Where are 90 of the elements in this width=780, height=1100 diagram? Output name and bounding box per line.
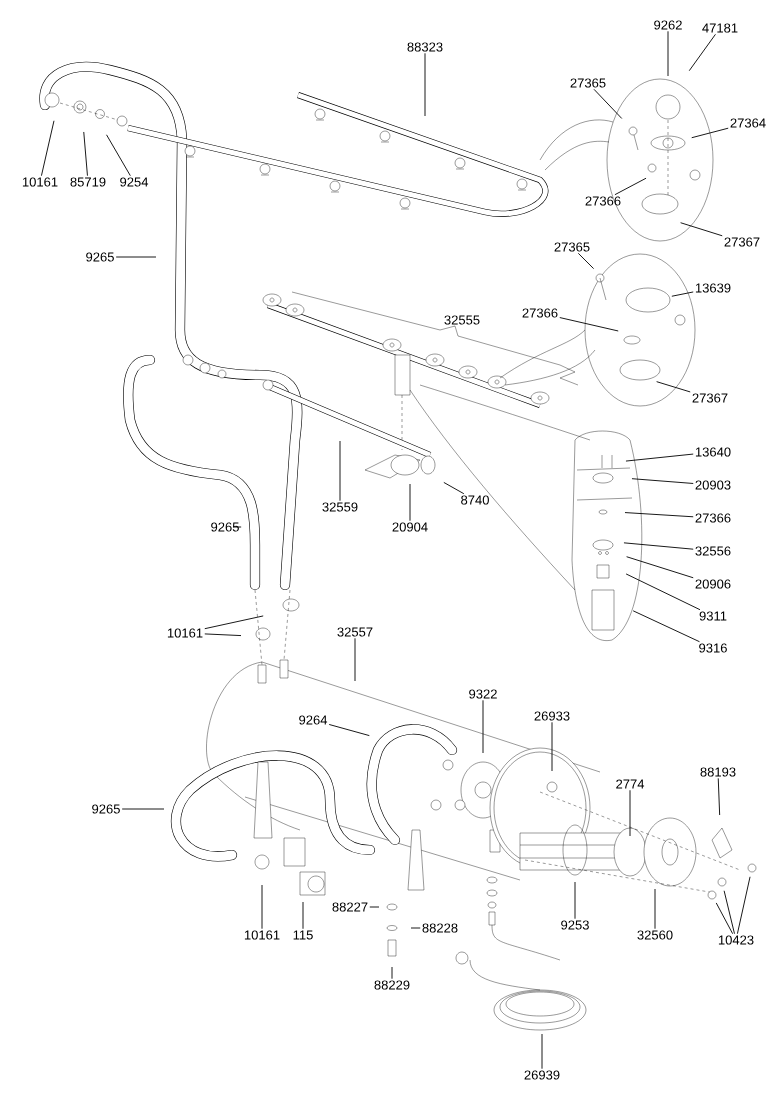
callout-number: 26939 — [524, 1070, 560, 1080]
callout-number: 32556 — [695, 546, 731, 556]
callout-number: 8740 — [461, 495, 489, 505]
callout-number: 9316 — [699, 643, 727, 653]
leader-line — [339, 440, 341, 502]
leader-line — [626, 556, 694, 579]
leader-line — [261, 884, 263, 930]
leader-line — [631, 478, 694, 484]
callout-number: 13639 — [695, 283, 731, 293]
leader-line — [121, 808, 165, 810]
callout-number: 9253 — [561, 920, 589, 930]
callout-number: 9311 — [699, 611, 727, 621]
leader-line — [83, 131, 88, 177]
callout-number: 88229 — [374, 980, 410, 990]
leader-line — [232, 526, 242, 528]
callout-number: 27366 — [695, 513, 731, 523]
callout-number: 27366 — [522, 308, 558, 318]
callout-number: 20904 — [392, 522, 428, 532]
leader-line — [625, 453, 694, 462]
callout-number: 27365 — [570, 78, 606, 88]
leader-line — [593, 88, 623, 119]
callout-number: 27367 — [724, 237, 760, 247]
leader-line — [654, 888, 656, 930]
callout-number: 9265 — [211, 522, 239, 532]
callout-number: 88228 — [422, 923, 458, 933]
callout-number: 26933 — [534, 711, 570, 721]
callout-number: 9264 — [299, 715, 328, 725]
callout-number: 27366 — [585, 196, 621, 206]
leader-line — [574, 881, 576, 920]
callout-number: 9262 — [654, 20, 682, 30]
leader-line — [354, 637, 356, 682]
leader-line — [551, 721, 553, 772]
leader-line — [409, 483, 411, 522]
leader-line — [688, 33, 716, 72]
callout-number: 9265 — [86, 252, 114, 262]
callout-number: 32559 — [322, 502, 358, 512]
leader-line — [204, 615, 264, 630]
callout-number: 27364 — [730, 118, 766, 128]
leader-line — [424, 52, 426, 117]
leader-line — [302, 901, 304, 930]
callout-number: 85719 — [70, 177, 106, 187]
callout-number: 32560 — [637, 930, 673, 940]
leader-line — [541, 1033, 543, 1070]
leader-line — [482, 699, 484, 754]
leader-line — [723, 890, 735, 935]
callout-number: 10161 — [244, 930, 280, 940]
callout-number: 32557 — [337, 627, 373, 637]
callout-number: 27367 — [692, 393, 728, 403]
callout-number: 2774 — [616, 779, 645, 789]
callout-number: 47181 — [702, 23, 738, 33]
callout-number: 10423 — [718, 935, 754, 945]
leader-line — [667, 30, 669, 77]
leader-line — [691, 127, 729, 139]
leader-line — [328, 724, 370, 737]
leader-line — [443, 482, 465, 495]
leader-line — [614, 177, 647, 196]
leader-line — [204, 633, 242, 637]
callout-number: 88323 — [407, 42, 443, 52]
leader-line — [656, 381, 691, 393]
leader-line — [625, 573, 701, 611]
callout-number: 27365 — [554, 242, 590, 252]
leader-line — [410, 927, 421, 929]
callout-number: 32555 — [444, 315, 480, 325]
callout-number: 88193 — [700, 767, 736, 777]
leader-line — [391, 966, 393, 980]
leader-line — [106, 134, 131, 177]
leader-line — [623, 542, 694, 550]
callout-number: 13640 — [695, 447, 731, 457]
callout-number: 88227 — [332, 902, 368, 912]
leader-line — [671, 291, 694, 297]
leader-line — [559, 317, 619, 332]
callout-number: 9254 — [120, 177, 149, 187]
leader-line — [736, 876, 751, 935]
callout-number: 9322 — [469, 689, 497, 699]
leader-line — [577, 252, 595, 270]
callout-number: 10161 — [22, 177, 58, 187]
leader-line — [624, 512, 694, 518]
leader-line — [369, 906, 380, 908]
leader-line — [629, 789, 631, 837]
leader-line — [41, 120, 55, 177]
callout-number: 115 — [293, 930, 313, 940]
leader-line — [717, 777, 721, 816]
leader-line — [715, 902, 734, 935]
callout-number: 20906 — [695, 579, 731, 589]
callout-number: 10161 — [167, 628, 203, 638]
leader-line — [680, 222, 723, 237]
callout-number: 20903 — [695, 480, 731, 490]
leader-line — [632, 610, 700, 643]
callout-number: 9265 — [92, 804, 120, 814]
leader-line — [115, 256, 157, 258]
